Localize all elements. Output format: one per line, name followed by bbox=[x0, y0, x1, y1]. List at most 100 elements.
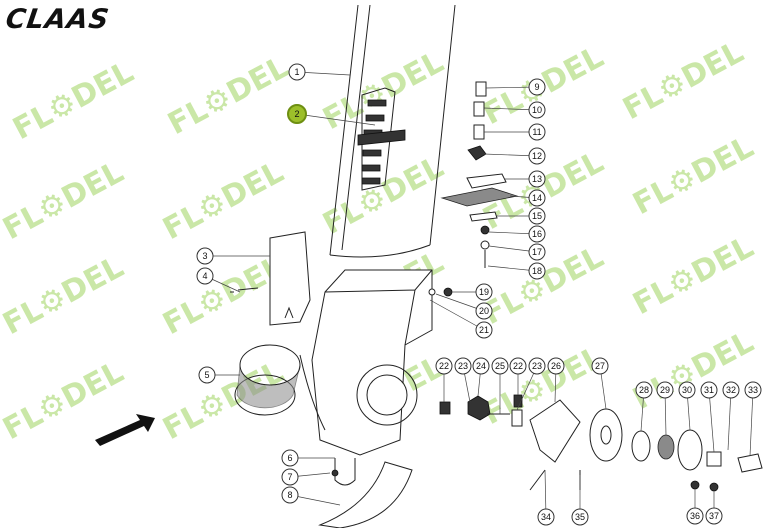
callout-27[interactable]: 27 bbox=[591, 357, 609, 375]
callout-14[interactable]: 14 bbox=[528, 189, 546, 207]
callout-circle bbox=[491, 357, 509, 375]
leader-line bbox=[296, 113, 376, 126]
leader-line bbox=[429, 299, 485, 331]
callout-number: 10 bbox=[532, 105, 542, 115]
callout-33[interactable]: 33 bbox=[744, 381, 762, 399]
callout-4[interactable]: 4 bbox=[196, 267, 214, 285]
callout-8[interactable]: 8 bbox=[281, 486, 299, 504]
callout-35[interactable]: 35 bbox=[571, 508, 589, 526]
leader-line bbox=[296, 71, 351, 76]
leader-line bbox=[749, 389, 754, 457]
callout-11[interactable]: 11 bbox=[528, 123, 546, 141]
callout-number: 35 bbox=[575, 512, 585, 522]
callout-circle bbox=[287, 104, 307, 124]
callout-21[interactable]: 21 bbox=[475, 321, 493, 339]
callout-circle bbox=[509, 357, 527, 375]
callout-number: 20 bbox=[479, 306, 489, 316]
flow-arrow bbox=[95, 414, 155, 446]
callout-29[interactable]: 29 bbox=[656, 381, 674, 399]
callout-number: 16 bbox=[532, 229, 542, 239]
callout-2[interactable]: 2 bbox=[287, 104, 307, 124]
callout-5[interactable]: 5 bbox=[198, 366, 216, 384]
callout-number: 22 bbox=[513, 361, 523, 371]
callout-23[interactable]: 23 bbox=[454, 357, 472, 375]
watermark-text: FL⚙DEL bbox=[317, 150, 449, 242]
callout-10[interactable]: 10 bbox=[528, 101, 546, 119]
callout-26[interactable]: 26 bbox=[547, 357, 565, 375]
chain-drawing bbox=[357, 87, 406, 191]
callout-number: 15 bbox=[532, 211, 542, 221]
callout-circle bbox=[528, 123, 546, 141]
callout-34[interactable]: 34 bbox=[537, 508, 555, 526]
callout-number: 32 bbox=[726, 385, 736, 395]
callout-22[interactable]: 22 bbox=[435, 357, 453, 375]
callout-circle bbox=[547, 357, 565, 375]
callout-circle bbox=[705, 507, 723, 525]
callout-31[interactable]: 31 bbox=[700, 381, 718, 399]
callout-23[interactable]: 23 bbox=[528, 357, 546, 375]
callout-3[interactable]: 3 bbox=[196, 247, 214, 265]
callout-37[interactable]: 37 bbox=[705, 507, 723, 525]
callout-circle bbox=[454, 357, 472, 375]
watermark-text: FL⚙DEL bbox=[7, 55, 139, 147]
callout-19[interactable]: 19 bbox=[475, 283, 493, 301]
callout-16[interactable]: 16 bbox=[528, 225, 546, 243]
housing-drawing bbox=[299, 269, 433, 456]
callout-number: 6 bbox=[287, 453, 292, 463]
callout-24[interactable]: 24 bbox=[472, 357, 490, 375]
callout-number: 1 bbox=[294, 67, 299, 77]
callout-1[interactable]: 1 bbox=[288, 63, 306, 81]
callout-number: 28 bbox=[639, 385, 649, 395]
callout-circle bbox=[475, 321, 493, 339]
watermark-text: FL⚙DEL bbox=[627, 230, 759, 322]
u-bolt-drawing bbox=[331, 458, 356, 486]
callout-number: 17 bbox=[532, 247, 542, 257]
callout-number: 12 bbox=[532, 151, 542, 161]
callout-28[interactable]: 28 bbox=[635, 381, 653, 399]
callout-circle bbox=[528, 357, 546, 375]
callout-circle bbox=[591, 357, 609, 375]
callout-17[interactable]: 17 bbox=[528, 243, 546, 261]
curved-plate-drawing bbox=[318, 461, 413, 528]
callout-12[interactable]: 12 bbox=[528, 147, 546, 165]
callout-13[interactable]: 13 bbox=[528, 170, 546, 188]
callout-18[interactable]: 18 bbox=[528, 262, 546, 280]
callout-7[interactable]: 7 bbox=[281, 468, 299, 486]
callout-number: 19 bbox=[479, 287, 489, 297]
callout-number: 5 bbox=[204, 370, 209, 380]
callout-number: 34 bbox=[541, 512, 551, 522]
callout-32[interactable]: 32 bbox=[722, 381, 740, 399]
callout-9[interactable]: 9 bbox=[528, 78, 546, 96]
callout-36[interactable]: 36 bbox=[686, 507, 704, 525]
callout-circle bbox=[281, 468, 299, 486]
callout-circle bbox=[635, 381, 653, 399]
watermark-text: FL⚙DEL bbox=[0, 250, 129, 342]
watermark-text: FL⚙DEL bbox=[162, 50, 294, 142]
callout-number: 9 bbox=[534, 82, 539, 92]
watermark-text: FL⚙DEL bbox=[627, 325, 759, 417]
callout-circle bbox=[744, 381, 762, 399]
callout-number: 8 bbox=[287, 490, 292, 500]
callout-number: 11 bbox=[532, 127, 541, 137]
callout-15[interactable]: 15 bbox=[528, 207, 546, 225]
ring-drawing bbox=[234, 344, 301, 416]
elevator-tube-drawing bbox=[329, 4, 456, 258]
callout-number: 4 bbox=[202, 271, 207, 281]
callout-6[interactable]: 6 bbox=[281, 449, 299, 467]
callout-20[interactable]: 20 bbox=[475, 302, 493, 320]
callout-number: 24 bbox=[476, 361, 486, 371]
callout-circle bbox=[475, 283, 493, 301]
cover-plate-drawing bbox=[269, 231, 311, 326]
callout-number: 30 bbox=[682, 385, 692, 395]
callout-25[interactable]: 25 bbox=[491, 357, 509, 375]
callout-number: 14 bbox=[532, 193, 542, 203]
callout-number: 21 bbox=[479, 325, 489, 335]
callout-30[interactable]: 30 bbox=[678, 381, 696, 399]
callout-circle bbox=[686, 507, 704, 525]
callout-circle bbox=[281, 449, 299, 467]
callout-circle bbox=[528, 225, 546, 243]
callout-22[interactable]: 22 bbox=[509, 357, 527, 375]
